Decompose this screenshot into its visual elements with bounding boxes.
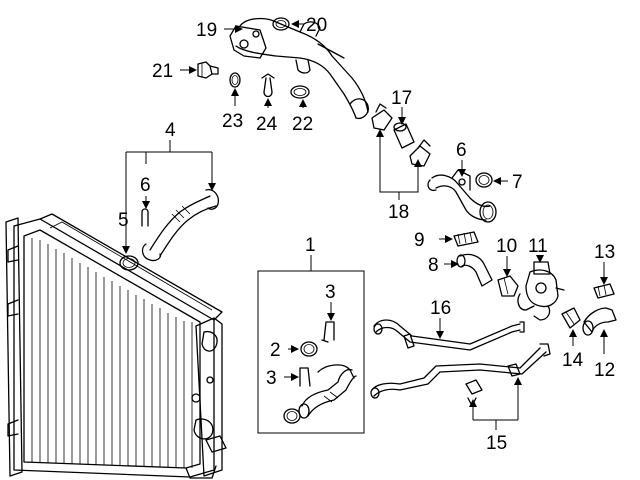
callout-22: 22 [292,114,313,135]
callout-4: 4 [165,120,176,141]
o-ring-8 [475,172,493,188]
hose-1 [298,364,357,419]
hose-9 [456,253,493,287]
leader-lines [122,20,608,430]
callout-20: 19 [196,20,217,41]
clip-6 [141,208,149,227]
callout-24: 23 [222,111,243,132]
clip-3-upper [321,321,335,343]
callout-13: 12 [594,360,615,381]
o-ring-2 [300,341,318,357]
sensor-23 [197,61,219,79]
callout-21: 20 [306,15,327,36]
callout-12: 11 [528,236,548,257]
clip-25 [261,73,275,98]
coolant-line-17 [373,319,525,351]
o-ring-5 [119,255,139,271]
callout-17: 16 [430,298,451,319]
callout-9: 8 [428,255,439,276]
callout-labels: 19 20 21 23 24 22 17 18 6 7 4 6 5 9 8 10… [118,15,615,454]
clamp-14 [593,283,615,299]
callout-3-lower: 3 [266,368,277,389]
clip-3-lower [299,367,311,387]
radiator [5,213,227,479]
o-ring-21 [272,17,290,31]
sleeve-18 [393,122,415,149]
coolant-flange-pipe [229,17,369,120]
callout-2: 2 [270,340,281,361]
callout-23: 21 [152,61,173,82]
o-ring-24 [229,72,241,88]
callout-8: 7 [512,172,523,193]
callout-25: 24 [256,114,278,135]
thermostat-housing-7 [427,169,497,223]
callout-15: 14 [562,350,584,371]
callout-16: 15 [486,433,507,454]
clamp-19-lower [409,139,431,167]
pump-12 [517,261,565,321]
hose-13 [582,307,617,336]
clamp-11 [497,275,519,297]
cap-10 [453,231,479,247]
clamp-19-upper [371,103,393,131]
clamp-15 [561,307,581,329]
o-ring-22 [290,85,310,99]
callout-1: 1 [305,235,316,256]
callout-18: 17 [391,88,412,109]
callout-7: 6 [456,140,467,161]
callout-19: 18 [388,202,409,223]
upper-hose [141,189,220,262]
callout-3-upper: 3 [325,282,336,303]
coolant-line-16 [370,343,551,407]
callout-14: 13 [594,242,615,263]
callout-5: 5 [118,210,129,231]
callout-11: 10 [496,236,517,257]
o-ring-1b [283,408,301,424]
callout-10: 9 [414,230,425,251]
callout-6: 6 [140,175,151,196]
